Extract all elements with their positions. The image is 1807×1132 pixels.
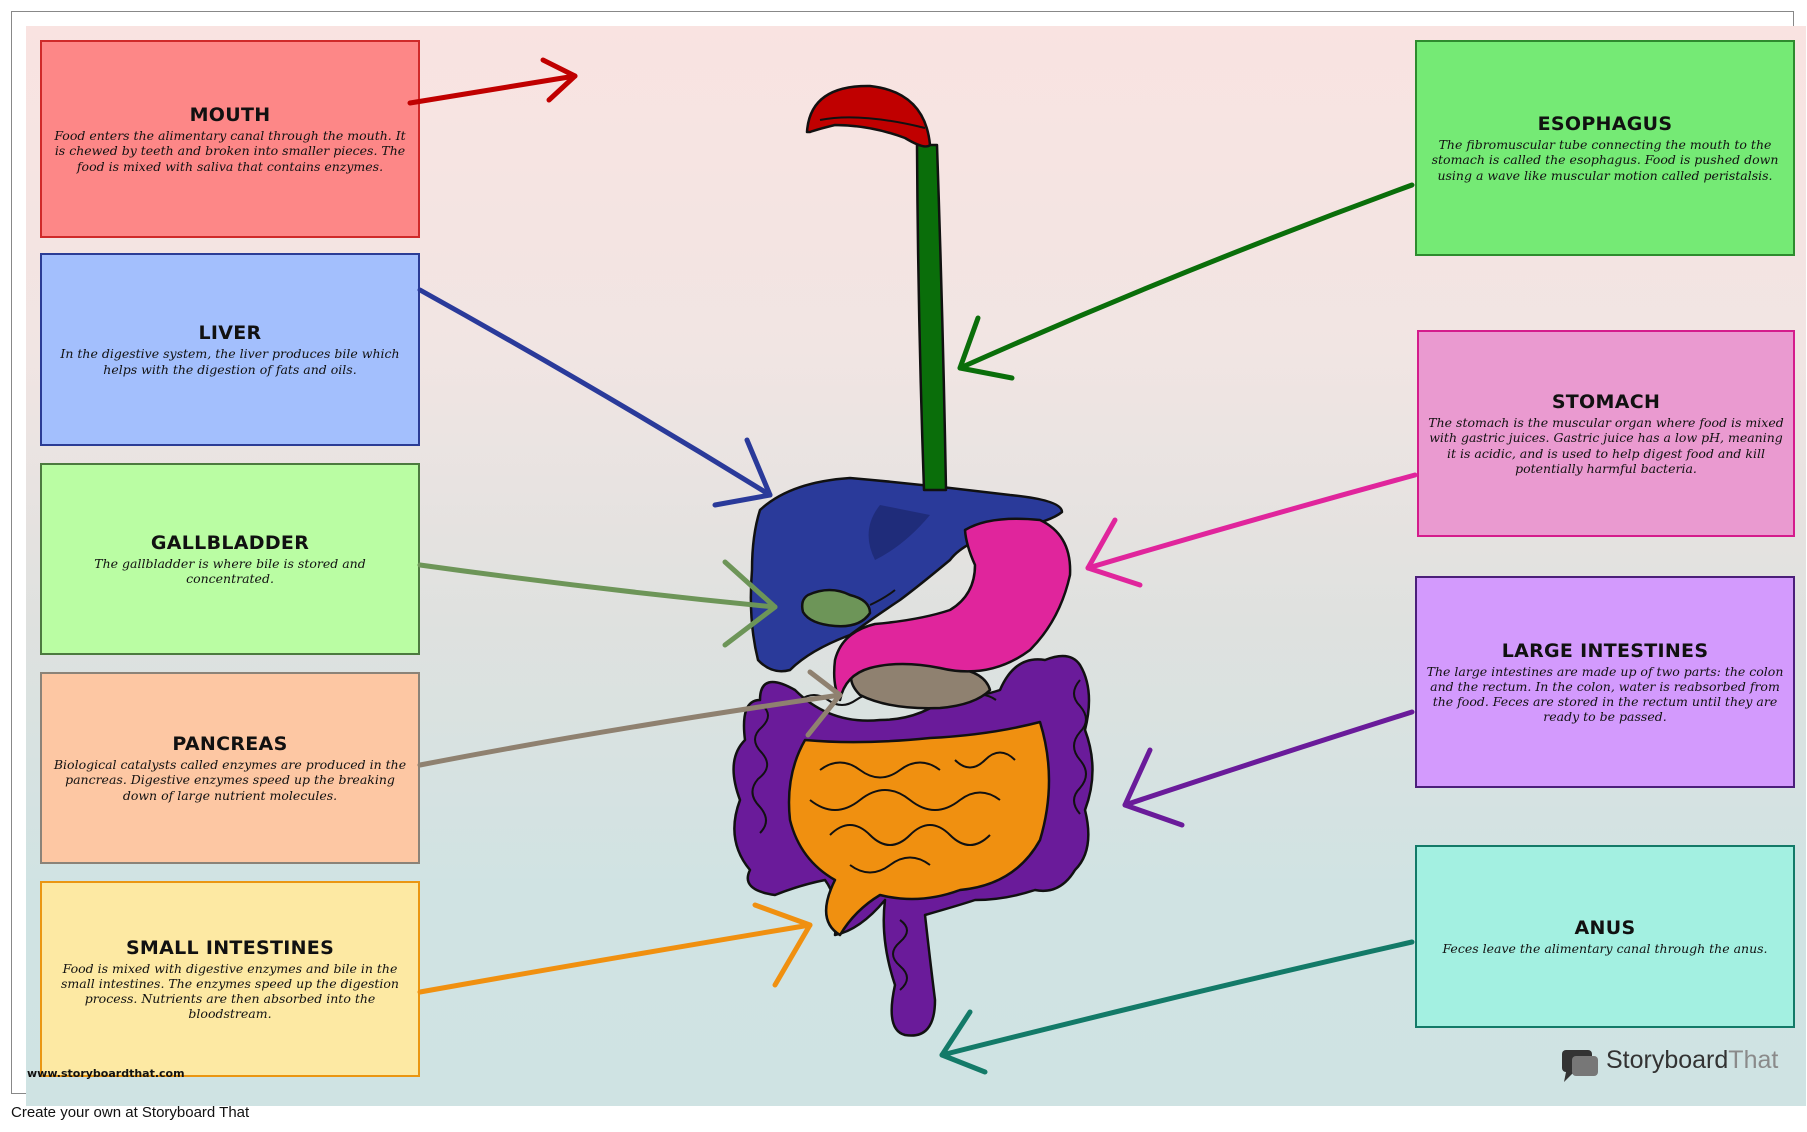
label-text: Biological catalysts called enzymes are … [53, 757, 407, 803]
label-text: Feces leave the alimentary canal through… [1442, 940, 1768, 956]
label-box-esophagus: ESOPHAGUS The fibromuscular tube connect… [1415, 40, 1795, 256]
label-box-stomach: STOMACH The stomach is the muscular orga… [1417, 330, 1795, 537]
logo-text: StoryboardThat [1606, 1046, 1779, 1074]
label-box-anus: ANUS Feces leave the alimentary canal th… [1415, 845, 1795, 1028]
label-box-small-intestines: SMALL INTESTINES Food is mixed with dige… [40, 881, 420, 1077]
label-box-gallbladder: GALLBLADDER The gallbladder is where bil… [40, 463, 420, 655]
footer-url[interactable]: www.storyboardthat.com [27, 1067, 185, 1080]
label-title: LARGE INTESTINES [1501, 639, 1709, 662]
label-title: MOUTH [189, 104, 271, 127]
label-box-large-intestines: LARGE INTESTINES The large intestines ar… [1415, 576, 1795, 788]
label-title: SMALL INTESTINES [125, 936, 335, 959]
label-title: LIVER [198, 322, 262, 345]
label-box-pancreas: PANCREAS Biological catalysts called enz… [40, 672, 420, 864]
label-box-mouth: MOUTH Food enters the alimentary canal t… [40, 40, 420, 238]
label-title: ESOPHAGUS [1537, 113, 1673, 136]
storyboardthat-logo[interactable]: StoryboardThat [1560, 1046, 1778, 1075]
label-title: ANUS [1574, 916, 1636, 939]
label-text: Food enters the alimentary canal through… [54, 128, 406, 174]
label-title: PANCREAS [172, 733, 288, 756]
label-text: In the digestive system, the liver produ… [60, 346, 400, 377]
label-text: The stomach is the muscular organ where … [1428, 415, 1784, 476]
label-text: The gallbladder is where bile is stored … [94, 555, 366, 586]
label-title: STOMACH [1551, 391, 1661, 413]
label-box-liver: LIVER In the digestive system, the liver… [40, 253, 420, 446]
label-title: GALLBLADDER [150, 531, 310, 554]
create-your-own-link[interactable]: Create your own at Storyboard That [11, 1104, 250, 1121]
label-text: The large intestines are made up of two … [1426, 663, 1784, 725]
label-text: The fibromuscular tube connecting the mo… [1431, 137, 1779, 183]
label-text: Food is mixed with digestive enzymes and… [61, 960, 399, 1022]
